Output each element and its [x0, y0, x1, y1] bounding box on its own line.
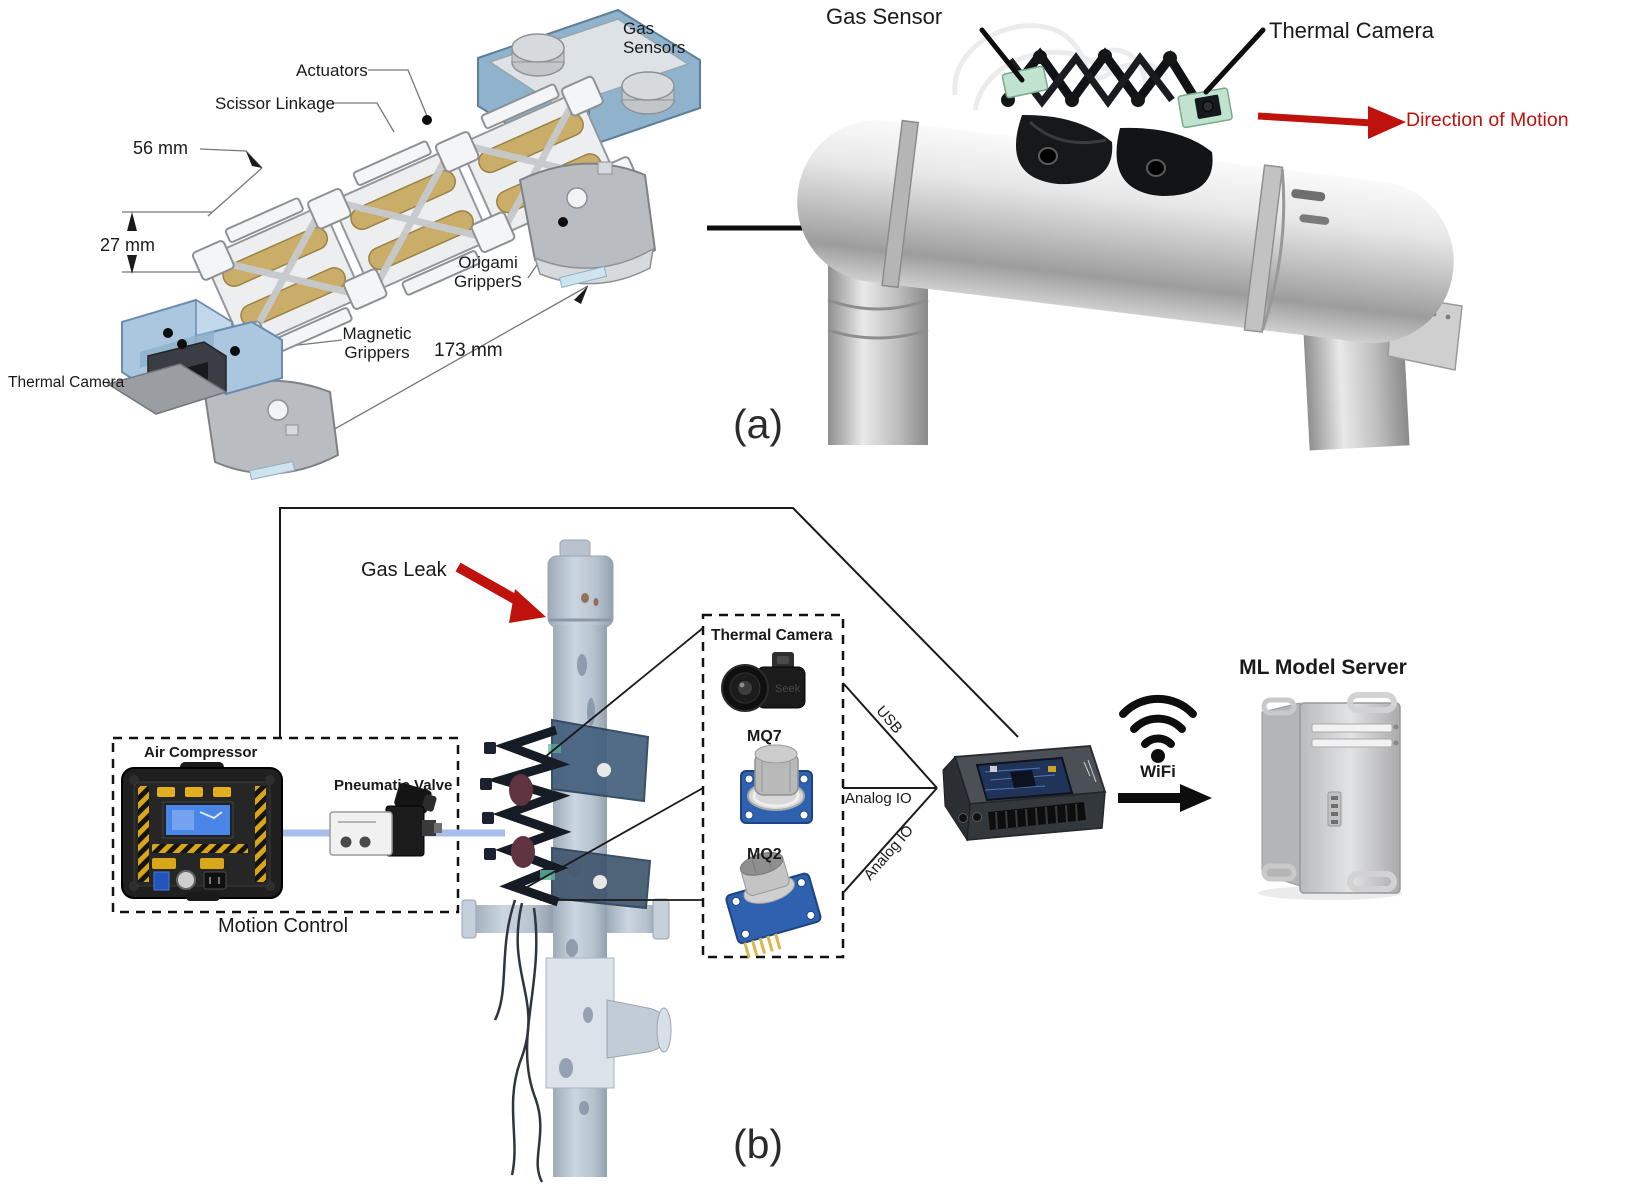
motion-control-to-daq-line [279, 507, 1019, 738]
robot-sensor-callouts [519, 627, 704, 901]
air-compressor-device [121, 762, 283, 901]
mq2-label: MQ2 [747, 846, 782, 863]
origami-grippers-label: Origami GripperS [453, 253, 523, 292]
motion-control-title: Motion Control [217, 915, 349, 937]
panel-b-letter: (b) [732, 1121, 784, 1167]
mq2-sensor-image [725, 852, 822, 959]
pipe-photo-a [797, 23, 1463, 451]
pneumatic-valve-label: Pneumatic Valve [334, 777, 453, 794]
sensor-box-thermal-camera-label: Thermal Camera [711, 627, 833, 644]
ml-server-tower-image [1258, 692, 1402, 900]
thermal-camera-callout-line [1203, 27, 1266, 95]
gas-leak-label: Gas Leak [361, 559, 447, 581]
mq7-label: MQ7 [747, 728, 782, 745]
pipe-robot [480, 718, 652, 910]
cad-origami-gripper-right [518, 161, 657, 289]
photo-thermal-camera-label: Thermal Camera [1269, 18, 1435, 43]
seek-brand-text: Seek [775, 683, 801, 695]
cad-thermal-camera-block [106, 341, 228, 415]
photo-gas-sensor-label: Gas Sensor [826, 4, 943, 29]
cad-robot-illustration [106, 8, 701, 481]
cad-thermal-camera-label: Thermal Camera [8, 374, 125, 391]
seek-thermal-camera-image: Seek [721, 652, 806, 712]
motion-control-box [111, 736, 460, 914]
photo-a-gas-sensor-board [1001, 65, 1049, 99]
photo-a-fabric-gripper-left [1015, 114, 1113, 185]
pneumatic-valve-device [329, 783, 442, 857]
gas-sensor-callout-line [979, 27, 1025, 83]
cad-callout-dots [163, 115, 568, 356]
wifi-arrow [1118, 784, 1212, 812]
ml-model-server-label: ML Model Server [1239, 656, 1407, 679]
scissor-linkage-label: Scissor Linkage [215, 94, 336, 113]
panel-a-letter: (a) [732, 401, 784, 447]
direction-of-motion-arrow [1257, 106, 1406, 139]
photo-a-thermal-camera-device [1177, 87, 1233, 129]
gas-sensors-label: Gas Sensors [623, 19, 686, 58]
air-compressor-label: Air Compressor [144, 744, 258, 761]
photo-a-horizontal-pipe [797, 119, 1454, 344]
vertical-pipe-photo [461, 539, 672, 1183]
wifi-label: WiFi [1140, 762, 1176, 781]
pipe-wires [493, 899, 544, 1183]
photo-a-fabric-gripper-right [1116, 127, 1213, 196]
sensor-payload-box [701, 613, 845, 959]
magnetic-grippers-label: Magnetic Grippers [342, 324, 412, 363]
daq-device-image [942, 744, 1107, 842]
dim-56mm-label: 56 mm [133, 138, 189, 158]
dim-173mm-label: 173 mm [434, 340, 503, 361]
mq7-sensor-image [740, 744, 813, 824]
gas-leak-arrow [455, 562, 546, 623]
analog-io-top-label: Analog IO [845, 790, 912, 807]
cad-origami-gripper-bottom [203, 379, 340, 481]
photo-a-robot [1001, 47, 1233, 196]
direction-of-motion-label: Direction of Motion [1406, 109, 1569, 131]
sensor-daq-links [842, 682, 938, 894]
dim-27mm-label: 27 mm [100, 235, 156, 255]
wifi-icon [1119, 694, 1197, 763]
actuators-label: Actuators [296, 61, 368, 80]
